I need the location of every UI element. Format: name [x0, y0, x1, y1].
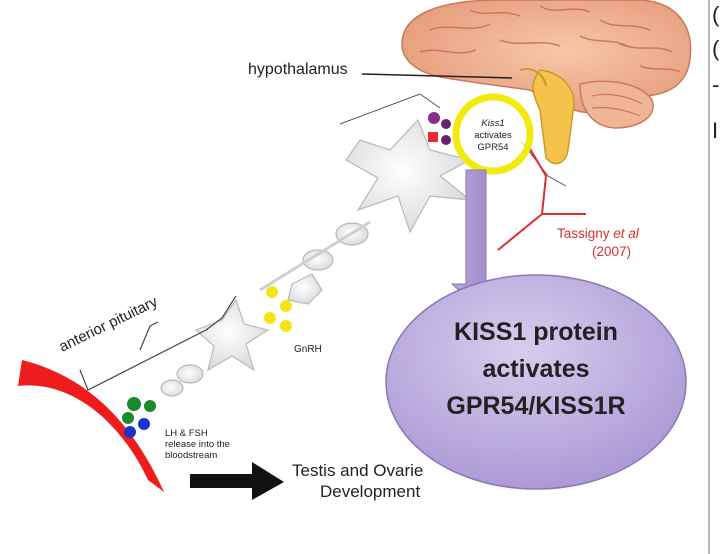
- callout-line2: activates: [482, 355, 590, 383]
- edge-glyph-3: -: [712, 72, 720, 97]
- edge-glyph-4: I: [712, 118, 719, 143]
- gpr54-label: GPR54: [477, 142, 508, 153]
- hypothalamus-label: hypothalamus: [248, 61, 348, 78]
- activates-label: activates: [474, 130, 512, 141]
- right-edge-strip: [710, 0, 724, 554]
- testis-arrow: [190, 462, 284, 500]
- anterior-pituitary-label: anterior pituitary: [56, 293, 161, 356]
- hypothalamus-bracket: [339, 93, 567, 187]
- callout-text: KISS1 protein activates GPR54/KISS1R: [398, 314, 674, 425]
- axon: [259, 220, 371, 292]
- tassigny-year: (2007): [592, 244, 631, 259]
- callout-line1: KISS1 protein: [454, 318, 618, 346]
- lh-fsh-label-line3: bloodstream: [165, 450, 217, 461]
- anterior-pituitary-bracket: [79, 295, 237, 391]
- kiss1-label: Kiss1: [481, 118, 504, 129]
- blood-vessel: [18, 360, 164, 492]
- gnrh-granules: [264, 286, 292, 332]
- tassigny-bracket: [497, 141, 586, 251]
- edge-glyph-2: (: [712, 36, 720, 61]
- lh-fsh-label-line1: LH & FSH: [165, 428, 208, 439]
- hypothalamus-pointer: [361, 73, 513, 79]
- slide-divider: [708, 0, 710, 554]
- testis-label-line1: Testis and Ovarie: [292, 461, 423, 480]
- callout-ellipse: [385, 274, 687, 490]
- edge-glyph-1: (: [712, 2, 720, 27]
- lh-fsh-label-line2: release into the: [165, 439, 230, 450]
- lh-fsh-hormones: [122, 397, 156, 438]
- tassigny-citation: Tassigny et al: [557, 226, 640, 241]
- gnrh-label: GnRH: [294, 344, 322, 355]
- highlight-ring: [452, 93, 534, 175]
- brain-illustration: [401, 0, 692, 165]
- testis-label-line2: Development: [320, 482, 420, 501]
- callout-line3: GPR54/KISS1R: [446, 392, 626, 420]
- kiss1-molecules: [428, 112, 451, 145]
